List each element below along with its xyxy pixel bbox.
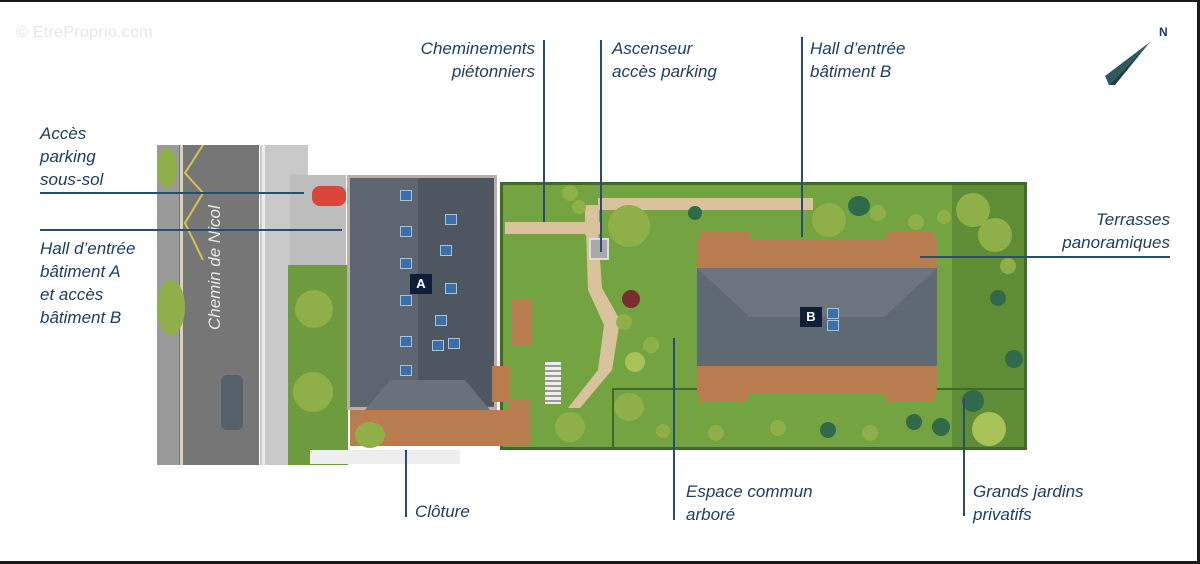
stairs bbox=[545, 362, 561, 404]
car-icon bbox=[221, 375, 243, 430]
label-ascenseur: Ascenseur accès parking bbox=[612, 39, 717, 81]
footpath bbox=[505, 222, 600, 234]
tree-icon bbox=[656, 424, 670, 438]
tree-icon bbox=[990, 290, 1006, 306]
tree-icon bbox=[870, 205, 886, 221]
label-hall-b: Hall d’entrée bâtiment B bbox=[810, 39, 906, 81]
leader-line-espace-commun bbox=[673, 338, 675, 520]
skylight bbox=[827, 320, 839, 331]
skylight bbox=[400, 295, 412, 306]
leader-line-cloture bbox=[405, 450, 407, 517]
footpath bbox=[598, 198, 813, 210]
tree-icon bbox=[625, 352, 645, 372]
tree-icon bbox=[555, 412, 585, 442]
tree-icon bbox=[962, 390, 984, 412]
tree-icon bbox=[355, 422, 385, 448]
label-acces-parking: Accès parking sous-sol bbox=[40, 124, 104, 189]
north-arrow-icon bbox=[1105, 42, 1150, 85]
leader-line-acces-parking bbox=[40, 192, 304, 194]
tree-icon bbox=[295, 290, 333, 328]
tree-icon bbox=[820, 422, 836, 438]
tree-icon bbox=[157, 148, 177, 188]
tree-icon bbox=[562, 185, 578, 201]
label-terrasses: Terrasses panoramiques bbox=[1062, 210, 1170, 252]
tree-icon bbox=[848, 196, 870, 216]
terrace-deck bbox=[886, 232, 934, 242]
skylight bbox=[400, 190, 412, 201]
tree-icon bbox=[643, 337, 659, 353]
label-jardins: Grands jardins privatifs bbox=[973, 482, 1084, 524]
tree-icon bbox=[614, 393, 644, 421]
skylight bbox=[448, 338, 460, 349]
skylight bbox=[400, 258, 412, 269]
top-border bbox=[0, 0, 1200, 2]
label-cheminements: Cheminements piétonniers bbox=[420, 39, 535, 81]
building-a-gable bbox=[365, 380, 490, 410]
skylight bbox=[445, 214, 457, 225]
skylight bbox=[440, 245, 452, 256]
bottom-border bbox=[0, 561, 1200, 564]
tree-icon bbox=[908, 214, 924, 230]
label-hall-a: Hall d’entrée bâtiment A et accès bâtime… bbox=[40, 239, 136, 327]
watermark: © EtreProprio.com bbox=[16, 24, 153, 41]
building-a-tag: A bbox=[410, 274, 432, 294]
tree-icon bbox=[978, 218, 1012, 252]
sidewalk-line bbox=[262, 145, 265, 465]
footpath bbox=[585, 205, 599, 235]
leader-line-ascenseur bbox=[600, 40, 602, 252]
tree-icon bbox=[157, 280, 185, 335]
tree-icon bbox=[812, 203, 846, 237]
tree-icon bbox=[1000, 258, 1016, 274]
tree-icon bbox=[293, 372, 333, 412]
leader-line-hall-a bbox=[40, 229, 342, 231]
skylight bbox=[432, 340, 444, 351]
street-name: Chemin de Nicol bbox=[205, 205, 224, 330]
leader-line-jardins bbox=[963, 398, 965, 516]
terrace-deck bbox=[697, 366, 937, 394]
leader-line-cheminements bbox=[543, 40, 545, 222]
terrace-deck bbox=[512, 300, 532, 345]
fence-strip bbox=[310, 450, 460, 464]
leader-line-hall-b bbox=[801, 37, 803, 237]
label-espace-commun: Espace commun arboré bbox=[686, 482, 813, 524]
tree-icon bbox=[608, 205, 650, 247]
tree-icon bbox=[688, 206, 702, 220]
terrace-deck bbox=[886, 392, 934, 402]
terrace-deck bbox=[697, 240, 937, 268]
tree-icon bbox=[770, 420, 786, 436]
car-icon bbox=[312, 186, 346, 206]
terrace-deck bbox=[492, 366, 510, 402]
skylight bbox=[400, 226, 412, 237]
terrace-deck bbox=[700, 232, 750, 242]
building-b-tag: B bbox=[800, 307, 822, 327]
tree-icon bbox=[708, 425, 724, 441]
tree-icon bbox=[616, 314, 632, 330]
terrace-deck bbox=[510, 400, 530, 445]
tree-icon bbox=[572, 200, 586, 214]
skylight bbox=[827, 308, 839, 319]
skylight bbox=[445, 283, 457, 294]
tree-icon bbox=[972, 412, 1006, 446]
leader-line-terrasses bbox=[920, 256, 1170, 258]
compass-north-label: N bbox=[1159, 25, 1168, 39]
skylight bbox=[400, 336, 412, 347]
tree-icon bbox=[862, 425, 878, 441]
elevator-structure bbox=[589, 238, 609, 260]
right-border bbox=[1197, 0, 1200, 564]
winding-path bbox=[568, 230, 620, 408]
terrace-deck bbox=[700, 392, 748, 402]
skylight bbox=[435, 315, 447, 326]
tree-icon bbox=[622, 290, 640, 308]
label-cloture: Clôture bbox=[415, 502, 470, 521]
tree-icon bbox=[932, 418, 950, 436]
skylight bbox=[400, 365, 412, 376]
tree-icon bbox=[906, 414, 922, 430]
tree-icon bbox=[1005, 350, 1023, 368]
tree-icon bbox=[937, 210, 951, 224]
